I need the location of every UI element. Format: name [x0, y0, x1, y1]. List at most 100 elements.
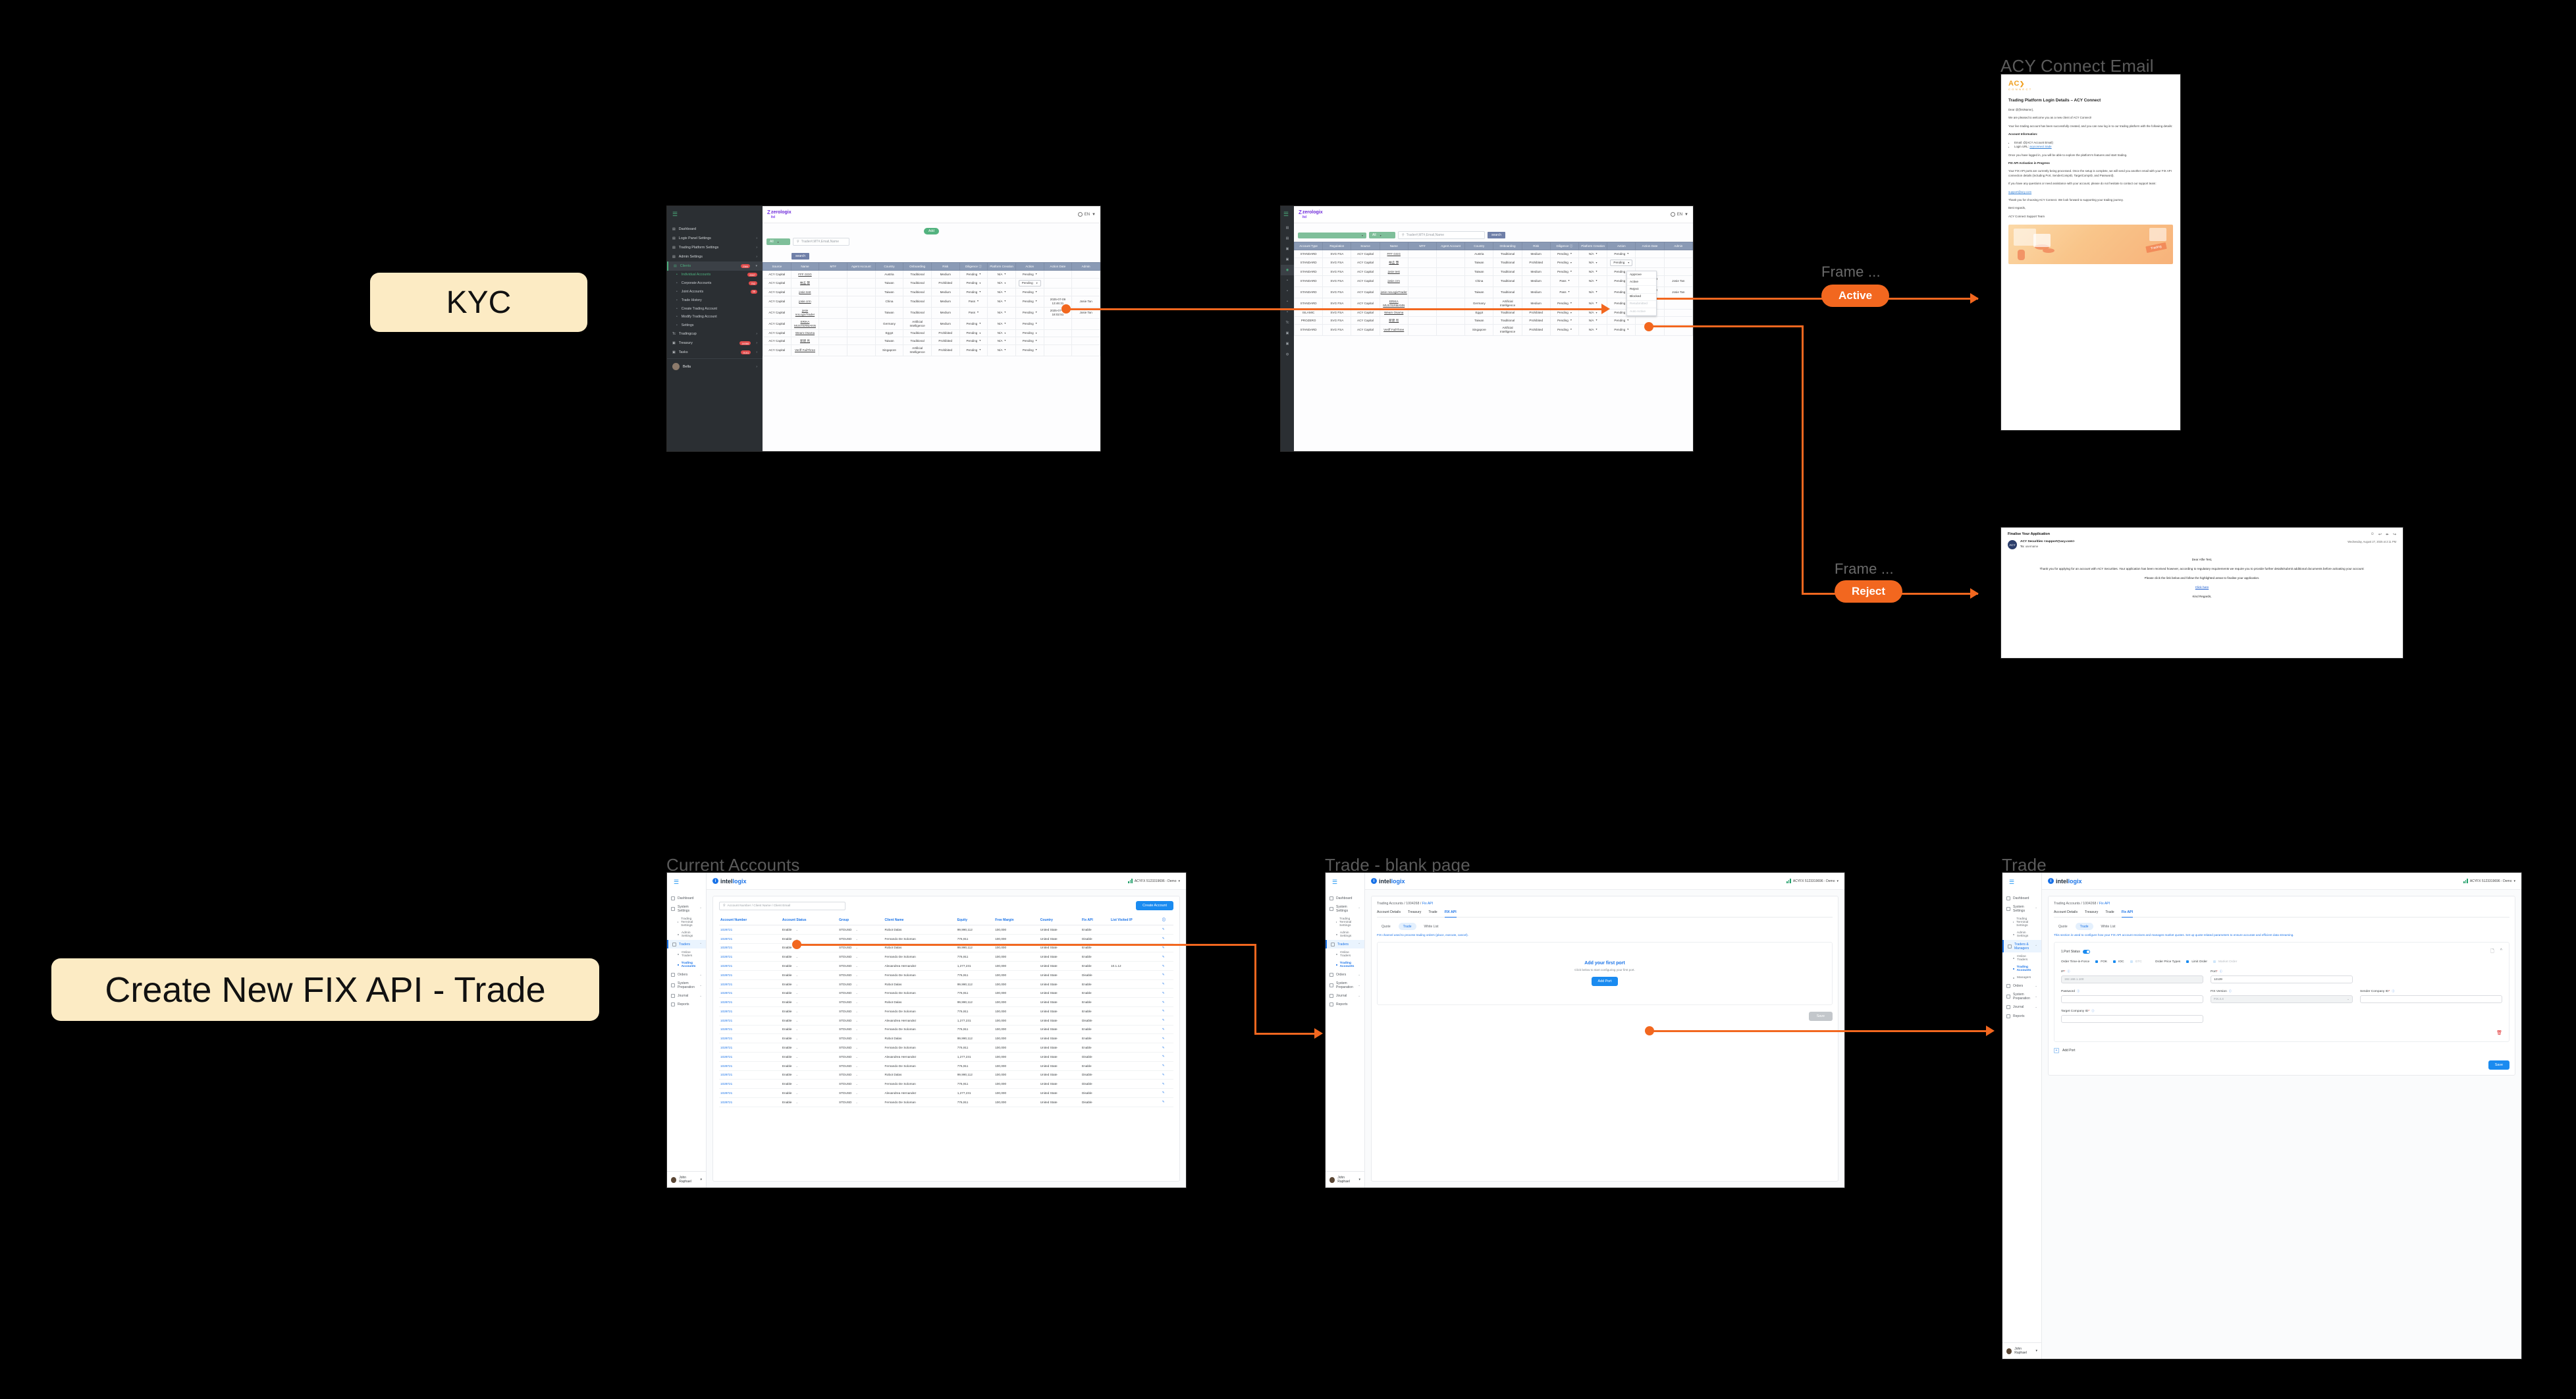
action-cell[interactable]: Pending▾ — [1015, 317, 1044, 330]
action-select[interactable]: Pending▾ — [1017, 300, 1043, 304]
group-cell[interactable]: STDUSD ⌄ — [838, 934, 884, 944]
tab-fix-api[interactable]: Fix API — [2121, 910, 2133, 918]
sidebar-subitem-modify-trading-account[interactable]: •Modify Trading Account — [667, 313, 763, 321]
menu-icon[interactable]: ☰ — [1283, 211, 1289, 217]
segment-quote[interactable]: Quote — [1382, 924, 1391, 929]
sidebar-item-dashboard[interactable]: Dashboard — [2002, 894, 2041, 902]
action-select[interactable]: Pending▾ — [1608, 252, 1634, 256]
chevron-down-icon[interactable]: ▾ — [2035, 1349, 2037, 1353]
chevron-down-icon[interactable]: ⌄ — [855, 1064, 858, 1068]
dropdown-cell[interactable]: Pending▾ — [959, 277, 988, 289]
add-button[interactable]: Add — [924, 228, 939, 234]
sidebar-rail-icon[interactable]: Tc — [1285, 321, 1289, 325]
action-cell[interactable]: Pending▾ — [1607, 250, 1636, 258]
group-cell[interactable]: STDUSD ⌄ — [838, 970, 884, 980]
dropdown-cell[interactable]: Pending▾ — [1549, 308, 1580, 317]
sidebar-item-reports[interactable]: Reports — [1326, 1001, 1364, 1009]
sidebar-item-journal[interactable]: Journal⌄ — [2002, 1003, 2041, 1012]
select-cell[interactable]: Pending▾ — [961, 339, 987, 343]
sidebar-subitem-trading-accounts[interactable]: Trading Accounts — [667, 960, 706, 970]
chevron-icon[interactable]: ⌄ — [2035, 995, 2037, 999]
dropdown-cell[interactable]: Pending▾ — [1549, 323, 1580, 336]
copy-icon[interactable]: 🗋 — [2490, 948, 2494, 954]
account-number-link[interactable]: 1028721 — [719, 934, 781, 944]
client-name-link[interactable]: josie test — [1379, 267, 1409, 276]
breadcrumb-item-current[interactable]: Fix API — [2099, 902, 2110, 906]
sidebar-user[interactable]: John Raphael ▾ — [667, 1171, 706, 1188]
edit-icon[interactable]: ✎ — [1160, 988, 1173, 999]
action-cell[interactable]: Pending▾ — [1015, 295, 1044, 308]
dropdown-option-approve[interactable]: Approve — [1627, 271, 1656, 279]
dropdown-cell[interactable]: Pending▾ — [959, 317, 988, 330]
chevron-down-icon[interactable]: ⌄ — [795, 1082, 798, 1086]
select-cell[interactable]: Pass▾ — [961, 311, 987, 315]
chevron-down-icon[interactable]: ⌄ — [855, 1037, 858, 1041]
sidebar-subitem-trade-history[interactable]: •Trade History — [667, 296, 763, 304]
screenshot-kyc-action-dropdown[interactable]: ☰ ▤▤▣▣◉••••Tc▣▣◍ Z zerologix ltd EN ▼ — [1280, 206, 1694, 452]
action-cell[interactable]: Pending▾ — [1015, 277, 1044, 289]
account-number-link[interactable]: 1028721 — [719, 1061, 781, 1071]
status-cell[interactable]: Enable ⌄ — [780, 1079, 838, 1089]
sidebar-item-journal[interactable]: Journal⌄ — [1326, 991, 1364, 1000]
action-select[interactable]: Pending▾ — [1608, 318, 1634, 323]
status-cell[interactable]: Enable ⌄ — [780, 1052, 838, 1062]
chevron-icon[interactable]: ⌃ — [2035, 906, 2037, 910]
edit-icon[interactable]: ✎ — [1160, 1006, 1173, 1016]
account-number-link[interactable]: 1028721 — [719, 1043, 781, 1053]
chevron-down-icon[interactable]: ⌄ — [855, 1046, 858, 1050]
select-cell[interactable]: N/A▾ — [1580, 302, 1606, 306]
select-cell[interactable]: Pending▾ — [1551, 318, 1578, 323]
dropdown-cell[interactable]: Pending▾ — [1549, 297, 1580, 310]
group-cell[interactable]: STDUSD ⌄ — [838, 988, 884, 999]
edit-icon[interactable]: ✎ — [1160, 952, 1173, 962]
field-input[interactable]: 12139 — [2211, 975, 2353, 983]
action-cell[interactable]: Pending▾ — [1015, 329, 1044, 338]
group-cell[interactable]: STDUSD ⌄ — [838, 1070, 884, 1080]
sidebar-subitem-admin-settings[interactable]: Admin Settings — [1326, 929, 1364, 940]
chevron-down-icon[interactable]: ▾ — [1358, 1178, 1360, 1182]
admin-filter-bar[interactable]: All▾ ⚲ Trader#,MT#,Email,Name — [763, 235, 1100, 248]
column-header[interactable]: Fix API — [1080, 915, 1110, 925]
breadcrumb[interactable]: Trading Accounts / 1004268 / Fix API — [2054, 902, 2110, 906]
checkbox-ioc[interactable]: IOC — [2113, 960, 2124, 964]
dropdown-cell[interactable]: Pending▾ — [959, 329, 988, 338]
sidebar-subitem-settings[interactable]: •Settings — [667, 321, 763, 330]
sidebar-item-traders-managers[interactable]: Traders & Managers⌃ — [2002, 940, 2041, 953]
dropdown-cell[interactable]: N/A▾ — [987, 317, 1016, 330]
client-name-link[interactable]: josie noLogixTrader — [1379, 286, 1409, 298]
select-cell[interactable]: Pending▾ — [1551, 328, 1578, 332]
sidebar-rail-icon[interactable]: • — [1287, 300, 1288, 304]
chevron-down-icon[interactable]: ⌄ — [795, 1091, 798, 1095]
status-cell[interactable]: Enable ⌄ — [780, 1070, 838, 1080]
account-number-link[interactable]: 1028721 — [719, 970, 781, 980]
action-select-boxed[interactable]: Pending▾ — [1610, 260, 1633, 266]
account-number-link[interactable]: 1028721 — [719, 1088, 781, 1098]
tab-treasury[interactable]: Treasury — [1408, 910, 1422, 914]
sidebar-item-system-settings[interactable]: System Settings⌃ — [1326, 902, 1364, 915]
select-cell[interactable]: N/A▾ — [988, 311, 1015, 315]
breadcrumb-item[interactable]: 1004268 — [2083, 902, 2097, 906]
chevron-down-icon[interactable]: ⌄ — [795, 1028, 798, 1031]
column-header[interactable]: Account Status — [780, 915, 838, 925]
chevron-down-icon[interactable]: ⌄ — [795, 1046, 798, 1050]
client-name-link[interactable]: 柏孟 慧 — [1379, 257, 1409, 269]
chevron-icon[interactable]: ⌃ — [699, 906, 702, 910]
sidebar-item-system-settings[interactable]: System Settings⌃ — [667, 902, 706, 915]
connector-button-reject[interactable]: Reject — [1835, 580, 1903, 603]
select-cell[interactable]: N/A▾ — [988, 322, 1015, 326]
